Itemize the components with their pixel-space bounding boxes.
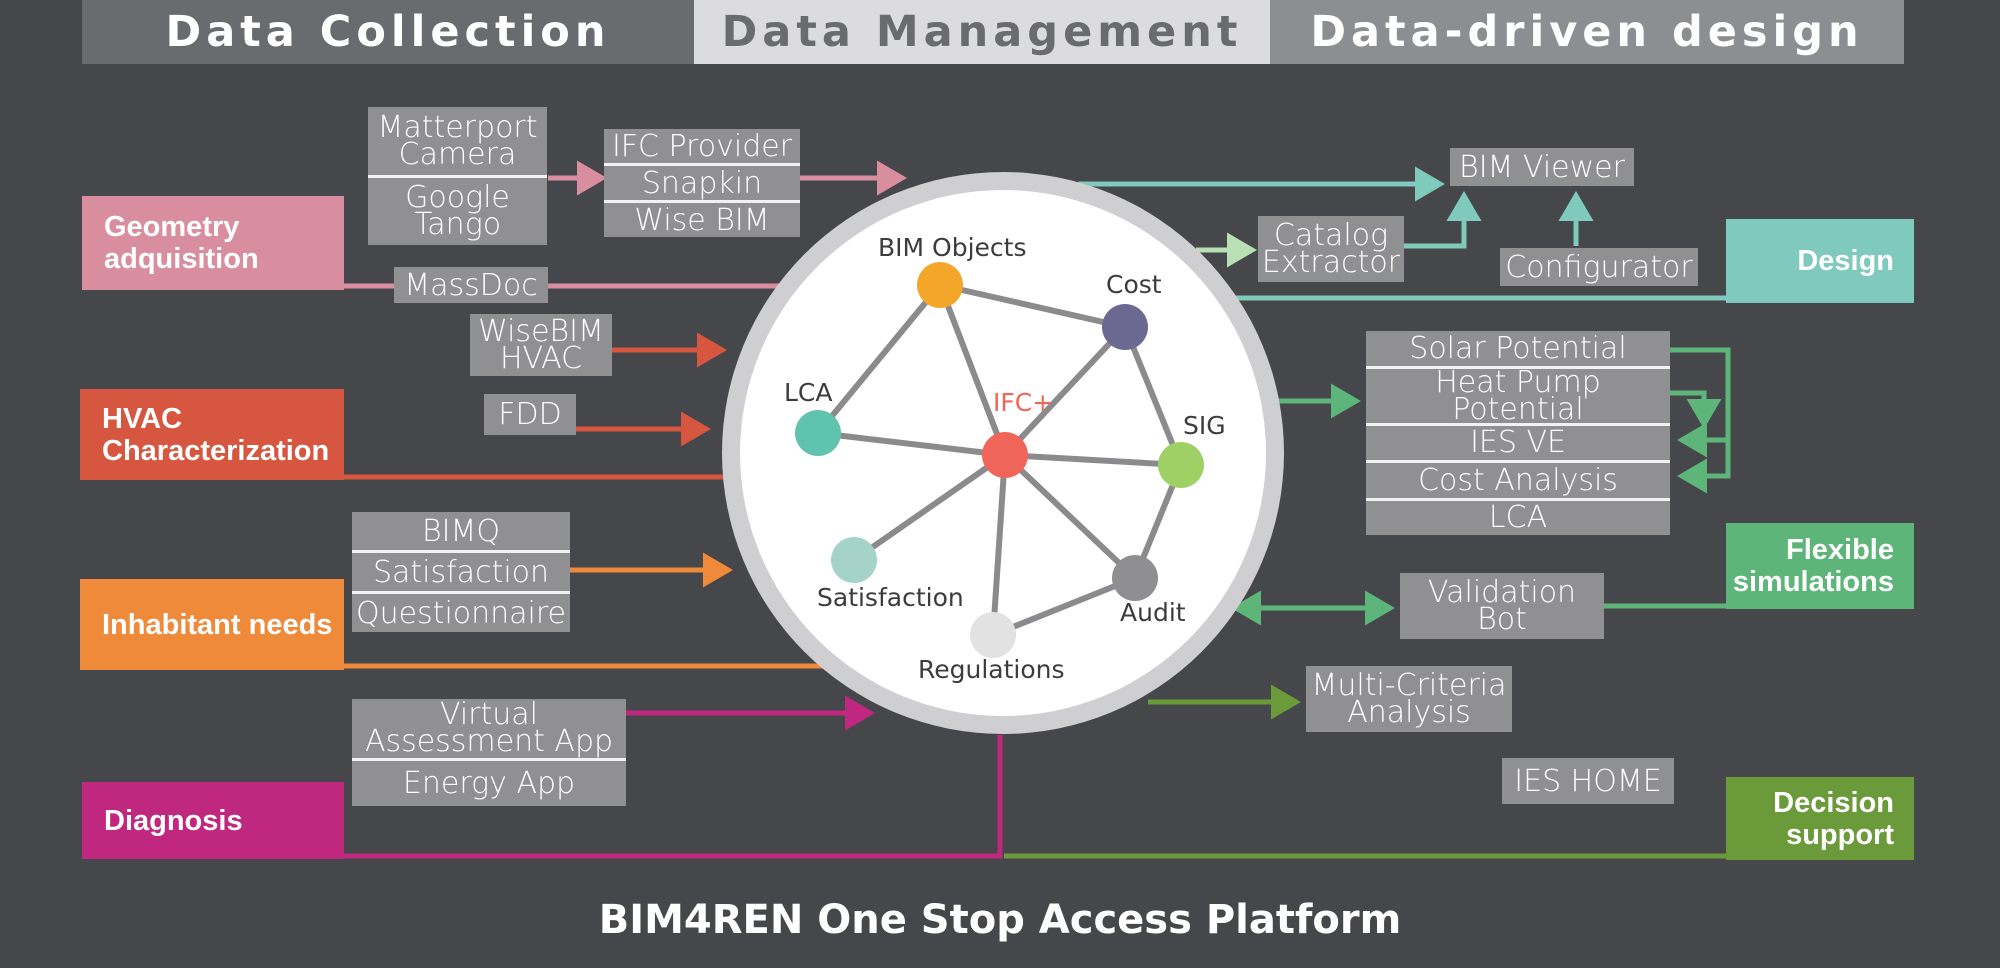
fdd-box: FDD bbox=[484, 394, 576, 435]
bim-viewer-box: BIM Viewer bbox=[1450, 148, 1634, 186]
wise-bim-label: Wise BIM bbox=[604, 200, 800, 237]
survey-box: BIMQ Satisfaction Questionnaire bbox=[352, 512, 570, 632]
category-design: Design bbox=[1726, 219, 1914, 303]
label-regulations: Regulations bbox=[918, 655, 1065, 684]
edge-ifc-audit bbox=[1002, 452, 1138, 581]
node-regulations bbox=[970, 612, 1016, 658]
ifc-provider-label: IFC Provider bbox=[611, 128, 793, 164]
diagnosis-connector bbox=[340, 735, 1003, 859]
satisfaction-label: Satisfaction bbox=[352, 550, 570, 591]
category-inhabitant: Inhabitant needs bbox=[80, 579, 344, 670]
edge-cost-sig bbox=[1122, 325, 1184, 467]
cost-analysis-label: Cost Analysis bbox=[1366, 460, 1670, 498]
ifc-provider-box: IFC Provider Snapkin Wise BIM bbox=[604, 129, 800, 237]
configurator-label: Configurator bbox=[1505, 249, 1693, 285]
node-bim-objects bbox=[917, 262, 963, 308]
mca-label: Multi-Criteria Analysis bbox=[1311, 668, 1507, 730]
virtual-assessment-app-label: Virtual Assessment App bbox=[364, 697, 614, 760]
wisebim-hvac-box: WiseBIM HVAC bbox=[470, 314, 612, 376]
edge-cost-ifc bbox=[1002, 324, 1128, 458]
category-diagnosis: Diagnosis bbox=[82, 782, 344, 859]
category-decision-support: Decision support bbox=[1726, 777, 1914, 860]
node-lca bbox=[795, 410, 841, 456]
platform-title: BIM4REN One Stop Access Platform bbox=[598, 897, 1402, 943]
wisebim-hvac-label: WiseBIM HVAC bbox=[478, 314, 604, 376]
edge-ifc-regulations bbox=[990, 454, 1008, 636]
bim-viewer-label: BIM Viewer bbox=[1459, 149, 1625, 185]
massdoc-box: MassDoc bbox=[394, 267, 548, 303]
category-flexible-simulations: Flexible simulations bbox=[1726, 523, 1914, 609]
edge-bimobjects-cost bbox=[939, 282, 1126, 330]
validation-bot-label: Validation Bot bbox=[1427, 575, 1577, 637]
massdoc-label: MassDoc bbox=[404, 267, 538, 303]
label-cost: Cost bbox=[1106, 270, 1162, 299]
label-ifc-plus: IFC+ bbox=[993, 388, 1054, 417]
solar-loop bbox=[1670, 347, 1731, 458]
node-cost bbox=[1102, 304, 1148, 350]
label-sig: SIG bbox=[1183, 411, 1226, 440]
header-data-collection: Data Collection bbox=[82, 0, 694, 64]
bimq-label: BIMQ bbox=[422, 513, 500, 549]
ies-home-label: IES HOME bbox=[1514, 763, 1662, 799]
questionnaire-label: Questionnaire bbox=[352, 591, 570, 632]
validation-bot-box: Validation Bot bbox=[1400, 573, 1604, 639]
node-satisfaction bbox=[831, 537, 877, 583]
camera-box: Matterport Camera Google Tango bbox=[368, 107, 547, 245]
catalog-extractor-box: Catalog Extractor bbox=[1258, 216, 1404, 282]
label-satisfaction: Satisfaction bbox=[817, 583, 964, 612]
cost-loop bbox=[1677, 440, 1731, 494]
matterport-camera-label: Matterport Camera bbox=[377, 109, 538, 172]
header-data-management: Data Management bbox=[694, 0, 1270, 64]
catalog-extractor-label: Catalog Extractor bbox=[1261, 218, 1401, 280]
edge-sig-ifc bbox=[1004, 452, 1182, 468]
solar-potential-label: Solar Potential bbox=[1409, 330, 1627, 366]
configurator-box: Configurator bbox=[1500, 248, 1698, 286]
google-tango-label: Google Tango bbox=[368, 174, 547, 246]
simulations-box: Solar Potential Heat Pump Potential IES … bbox=[1366, 331, 1670, 535]
ies-ve-label: IES VE bbox=[1366, 422, 1670, 461]
label-bim-objects: BIM Objects bbox=[878, 233, 1027, 262]
header-data-driven-design: Data-driven design bbox=[1270, 0, 1904, 64]
edge-bimobjects-ifc bbox=[937, 283, 1008, 457]
node-audit bbox=[1112, 555, 1158, 601]
ies-home-box: IES HOME bbox=[1502, 758, 1674, 804]
category-hvac: HVAC Characterization bbox=[80, 389, 344, 480]
heatpump-loop bbox=[1670, 390, 1722, 429]
label-lca: LCA bbox=[784, 378, 833, 407]
ifc-network bbox=[795, 262, 1204, 658]
edge-lca-ifc bbox=[817, 430, 1006, 458]
heat-pump-potential-label: Heat Pump Potential bbox=[1366, 365, 1670, 424]
lca-tool-label: LCA bbox=[1366, 497, 1670, 536]
node-sig bbox=[1158, 442, 1204, 488]
energy-app-label: Energy App bbox=[352, 757, 626, 806]
label-audit: Audit bbox=[1120, 598, 1186, 627]
node-ifc-plus bbox=[982, 432, 1028, 478]
category-geometry: Geometry adquisition bbox=[82, 196, 344, 290]
catalog-to-viewer bbox=[1404, 191, 1482, 249]
edge-ifc-satisfaction bbox=[852, 452, 1007, 563]
edge-bimobjects-lca bbox=[815, 283, 943, 435]
edge-audit-regulations bbox=[991, 575, 1137, 638]
fdd-label: FDD bbox=[498, 397, 562, 432]
snapkin-label: Snapkin bbox=[604, 163, 800, 200]
apps-box: Virtual Assessment App Energy App bbox=[352, 699, 626, 806]
mca-box: Multi-Criteria Analysis bbox=[1306, 666, 1512, 732]
